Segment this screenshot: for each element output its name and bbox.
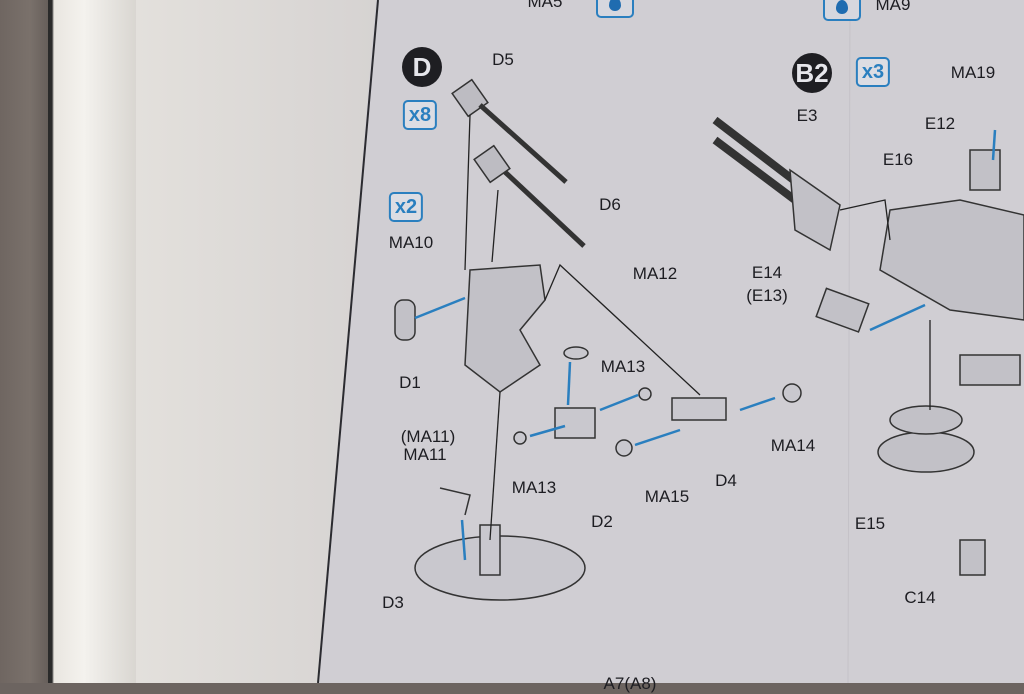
label-d3: D3: [382, 593, 404, 612]
e-assembly: [712, 116, 1024, 576]
label-a7-a8: A7(A8): [603, 674, 657, 693]
step-d-badge: D: [402, 47, 442, 87]
label-e14: E14: [751, 263, 783, 282]
label-ma13-bottom: MA13: [511, 478, 557, 497]
step-b2-badge: B2: [792, 53, 832, 93]
d1-mount: [394, 264, 546, 393]
label-ma19: MA19: [950, 63, 996, 82]
assembly-lines: [464, 114, 931, 541]
label-d2: D2: [591, 512, 613, 531]
label-ma5: MA5: [527, 0, 563, 11]
glue-icon: [823, 0, 861, 21]
label-e16: E16: [882, 150, 914, 169]
label-d5: D5: [492, 50, 514, 69]
label-ma9: MA9: [875, 0, 911, 14]
label-ma10: MA10: [388, 233, 434, 252]
label-ma15: MA15: [644, 487, 690, 506]
label-e13-paren: (E13): [746, 286, 788, 305]
blue-arrows: [414, 129, 997, 561]
d4-part: [439, 346, 802, 516]
quantity-badge-d: x8: [402, 100, 438, 130]
quantity-badge-b2: x3: [855, 57, 891, 87]
box-edge: [48, 0, 138, 683]
d5-barrel: [451, 78, 586, 248]
quantity-badge-ma10: x2: [388, 192, 424, 222]
label-ma13-top: MA13: [600, 357, 646, 376]
label-ma11: MA11: [403, 445, 447, 464]
d3-base: [414, 524, 586, 601]
label-d4: D4: [715, 471, 737, 490]
label-e15: E15: [854, 514, 886, 533]
glue-icon: [596, 0, 634, 18]
label-e3: E3: [796, 106, 818, 125]
label-d6: D6: [599, 195, 621, 214]
label-c14: C14: [904, 588, 936, 607]
label-ma12: MA12: [632, 264, 678, 283]
label-ma14: MA14: [770, 436, 816, 455]
label-ma11-paren: (MA11): [400, 427, 456, 446]
label-d1: D1: [399, 373, 421, 392]
label-e12: E12: [924, 114, 956, 133]
